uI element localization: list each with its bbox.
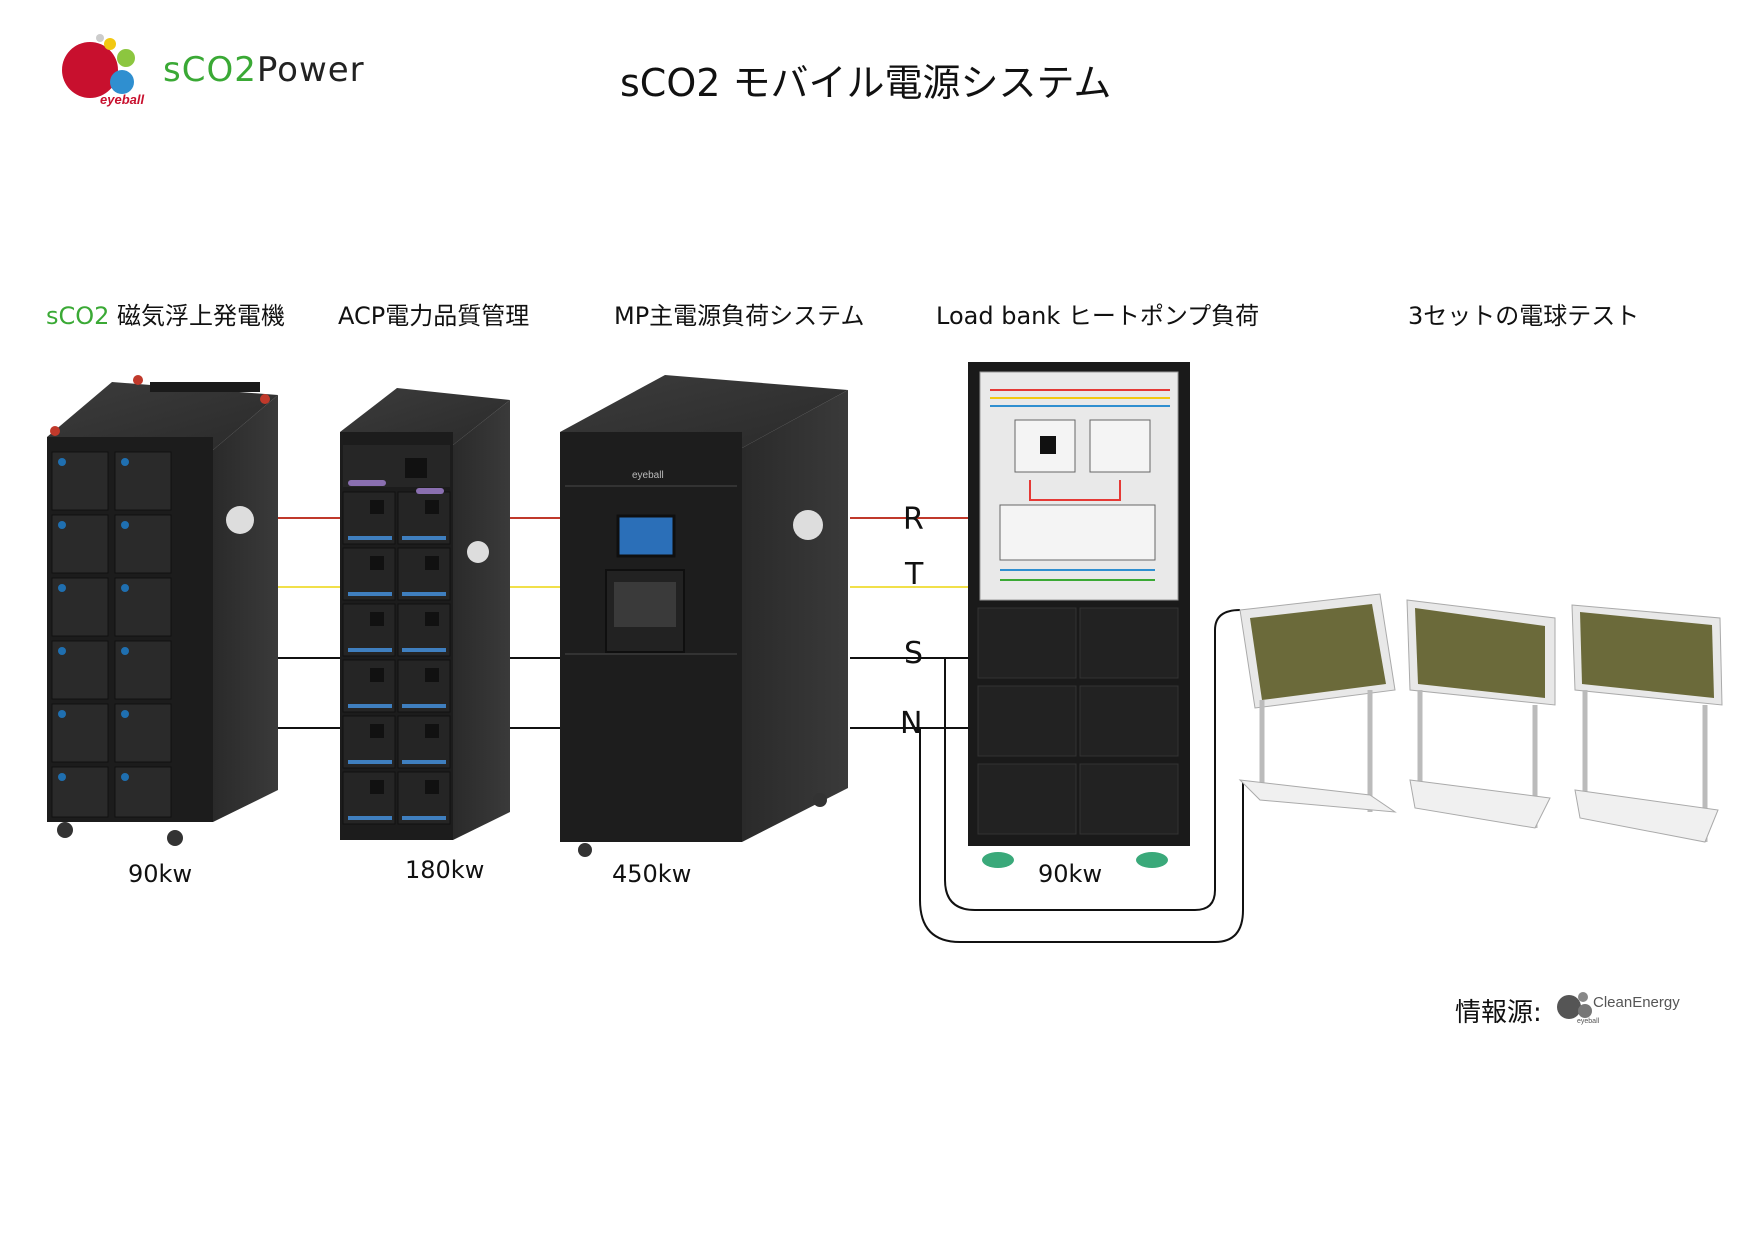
label-load-bank: Load bank ヒートポンプ負荷 xyxy=(936,302,1260,330)
label-generator: sCO2 磁気浮上発電機 xyxy=(46,296,285,331)
phase-label-r: R xyxy=(903,502,924,537)
phase-label-n: N xyxy=(900,706,923,741)
label-acp: ACP電力品質管理 xyxy=(338,302,530,330)
label-generator-highlight: sCO2 xyxy=(46,302,110,330)
bulb-stand-1 xyxy=(1238,593,1397,813)
cabinet-brand-text: eyeball xyxy=(632,470,664,481)
acp-cabinet xyxy=(340,388,510,840)
power-acp: 180kw xyxy=(405,856,485,884)
power-mp: 450kw xyxy=(612,860,692,888)
page-title: sCO2 モバイル電源システム xyxy=(620,61,1112,105)
wire-n-loop xyxy=(919,728,1244,943)
logo-wordmark: eyeball xyxy=(100,92,144,107)
clean-energy-text: CleanEnergy xyxy=(1593,994,1680,1011)
brand-name: sCO2Power xyxy=(163,50,365,90)
wiring xyxy=(275,517,1244,943)
power-load-bank: 90kw xyxy=(1038,860,1103,888)
clean-energy-logo: CleanEnergy eyeball xyxy=(1557,992,1680,1025)
phase-label-t: T xyxy=(905,557,924,592)
mp-cabinet: eyeball xyxy=(560,375,848,857)
brand-suffix: Power xyxy=(256,50,365,90)
generator-cabinet xyxy=(47,375,278,846)
label-bulb-test: 3セットの電球テスト xyxy=(1408,302,1640,330)
load-bank-breakers xyxy=(999,419,1156,561)
source-label: 情報源: xyxy=(1455,998,1542,1028)
eyeball-logo: eyeball xyxy=(62,34,144,107)
bulb-stand-3 xyxy=(1571,604,1723,843)
brand-prefix: sCO2 xyxy=(163,50,257,90)
phase-label-s: S xyxy=(904,636,924,671)
clean-energy-sub: eyeball xyxy=(1577,1018,1600,1025)
bulb-stand-2 xyxy=(1406,599,1556,829)
label-generator-text: 磁気浮上発電機 xyxy=(109,302,286,330)
mp-touchscreen xyxy=(616,514,676,558)
wire-s-loop xyxy=(944,609,1241,911)
power-generator: 90kw xyxy=(128,860,193,888)
label-mp: MP主電源負荷システム xyxy=(614,302,865,330)
load-bank-cabinet xyxy=(968,362,1190,868)
